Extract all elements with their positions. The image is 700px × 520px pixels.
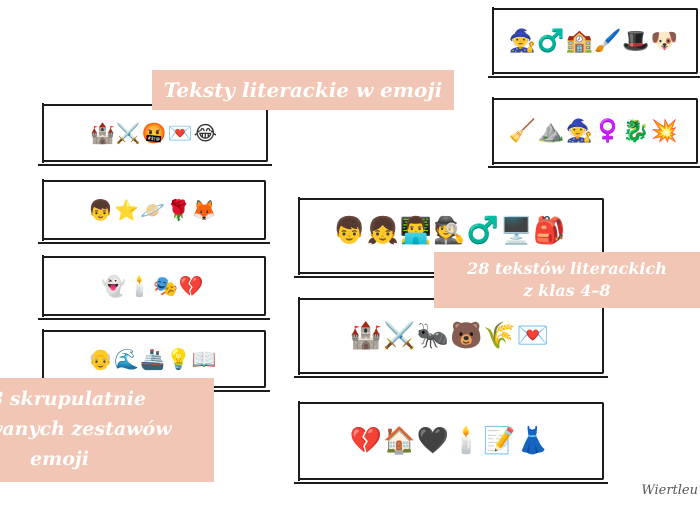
emoji-set: 👴🌊🚢💡📖 (88, 347, 218, 371)
emoji-set: 👦⭐🪐🌹🦊 (88, 198, 218, 222)
sets-line-2: wanych zestawów (0, 418, 172, 440)
sets-line-1: 8 skrupulatnie (0, 388, 147, 410)
emoji-card-5: 🧙♂️🏫🖌️🎩🐶 (488, 7, 700, 78)
emoji-card-3: 👻🕯️🎭💔 (38, 255, 270, 320)
title-banner: Teksty literackie w emoji (152, 70, 454, 110)
emoji-card-2: 👦⭐🪐🌹🦊 (38, 179, 270, 244)
emoji-card-7: 👦👧👨‍💻🕵️♂️🖥️🎒 (294, 197, 608, 278)
count-line-1: 28 tekstów literackich (467, 259, 667, 278)
emoji-set: 🧙♂️🏫🖌️🎩🐶 (508, 28, 680, 54)
emoji-set: 👻🕯️🎭💔 (101, 274, 205, 298)
emoji-set: 🏰⚔️🐜🐻🌾💌 (349, 321, 551, 351)
count-banner: 28 tekstów literackich z klas 4–8 (434, 252, 700, 308)
emoji-card-8: 🏰⚔️🐜🐻🌾💌 (294, 297, 608, 378)
emoji-set: 💔🏠🖤🕯️📝👗 (349, 426, 551, 456)
author-signature: Wiertleu (641, 483, 698, 498)
emoji-set: 🧹⛰️🧙♀️🐉💥 (508, 118, 680, 144)
emoji-card-1: 🏰⚔️🤬💌😂 (38, 103, 272, 166)
emoji-set: 👦👧👨‍💻🕵️♂️🖥️🎒 (333, 216, 567, 246)
emoji-set: 🏰⚔️🤬💌😂 (90, 121, 218, 145)
page-title: Teksty literackie w emoji (163, 78, 443, 102)
emoji-card-6: 🧹⛰️🧙♀️🐉💥 (488, 97, 700, 168)
sets-line-3: emoji (30, 448, 89, 470)
sets-banner: 8 skrupulatnie wanych zestawów emoji (0, 378, 214, 482)
emoji-card-9: 💔🏠🖤🕯️📝👗 (294, 401, 608, 484)
count-line-2: z klas 4–8 (523, 281, 611, 300)
